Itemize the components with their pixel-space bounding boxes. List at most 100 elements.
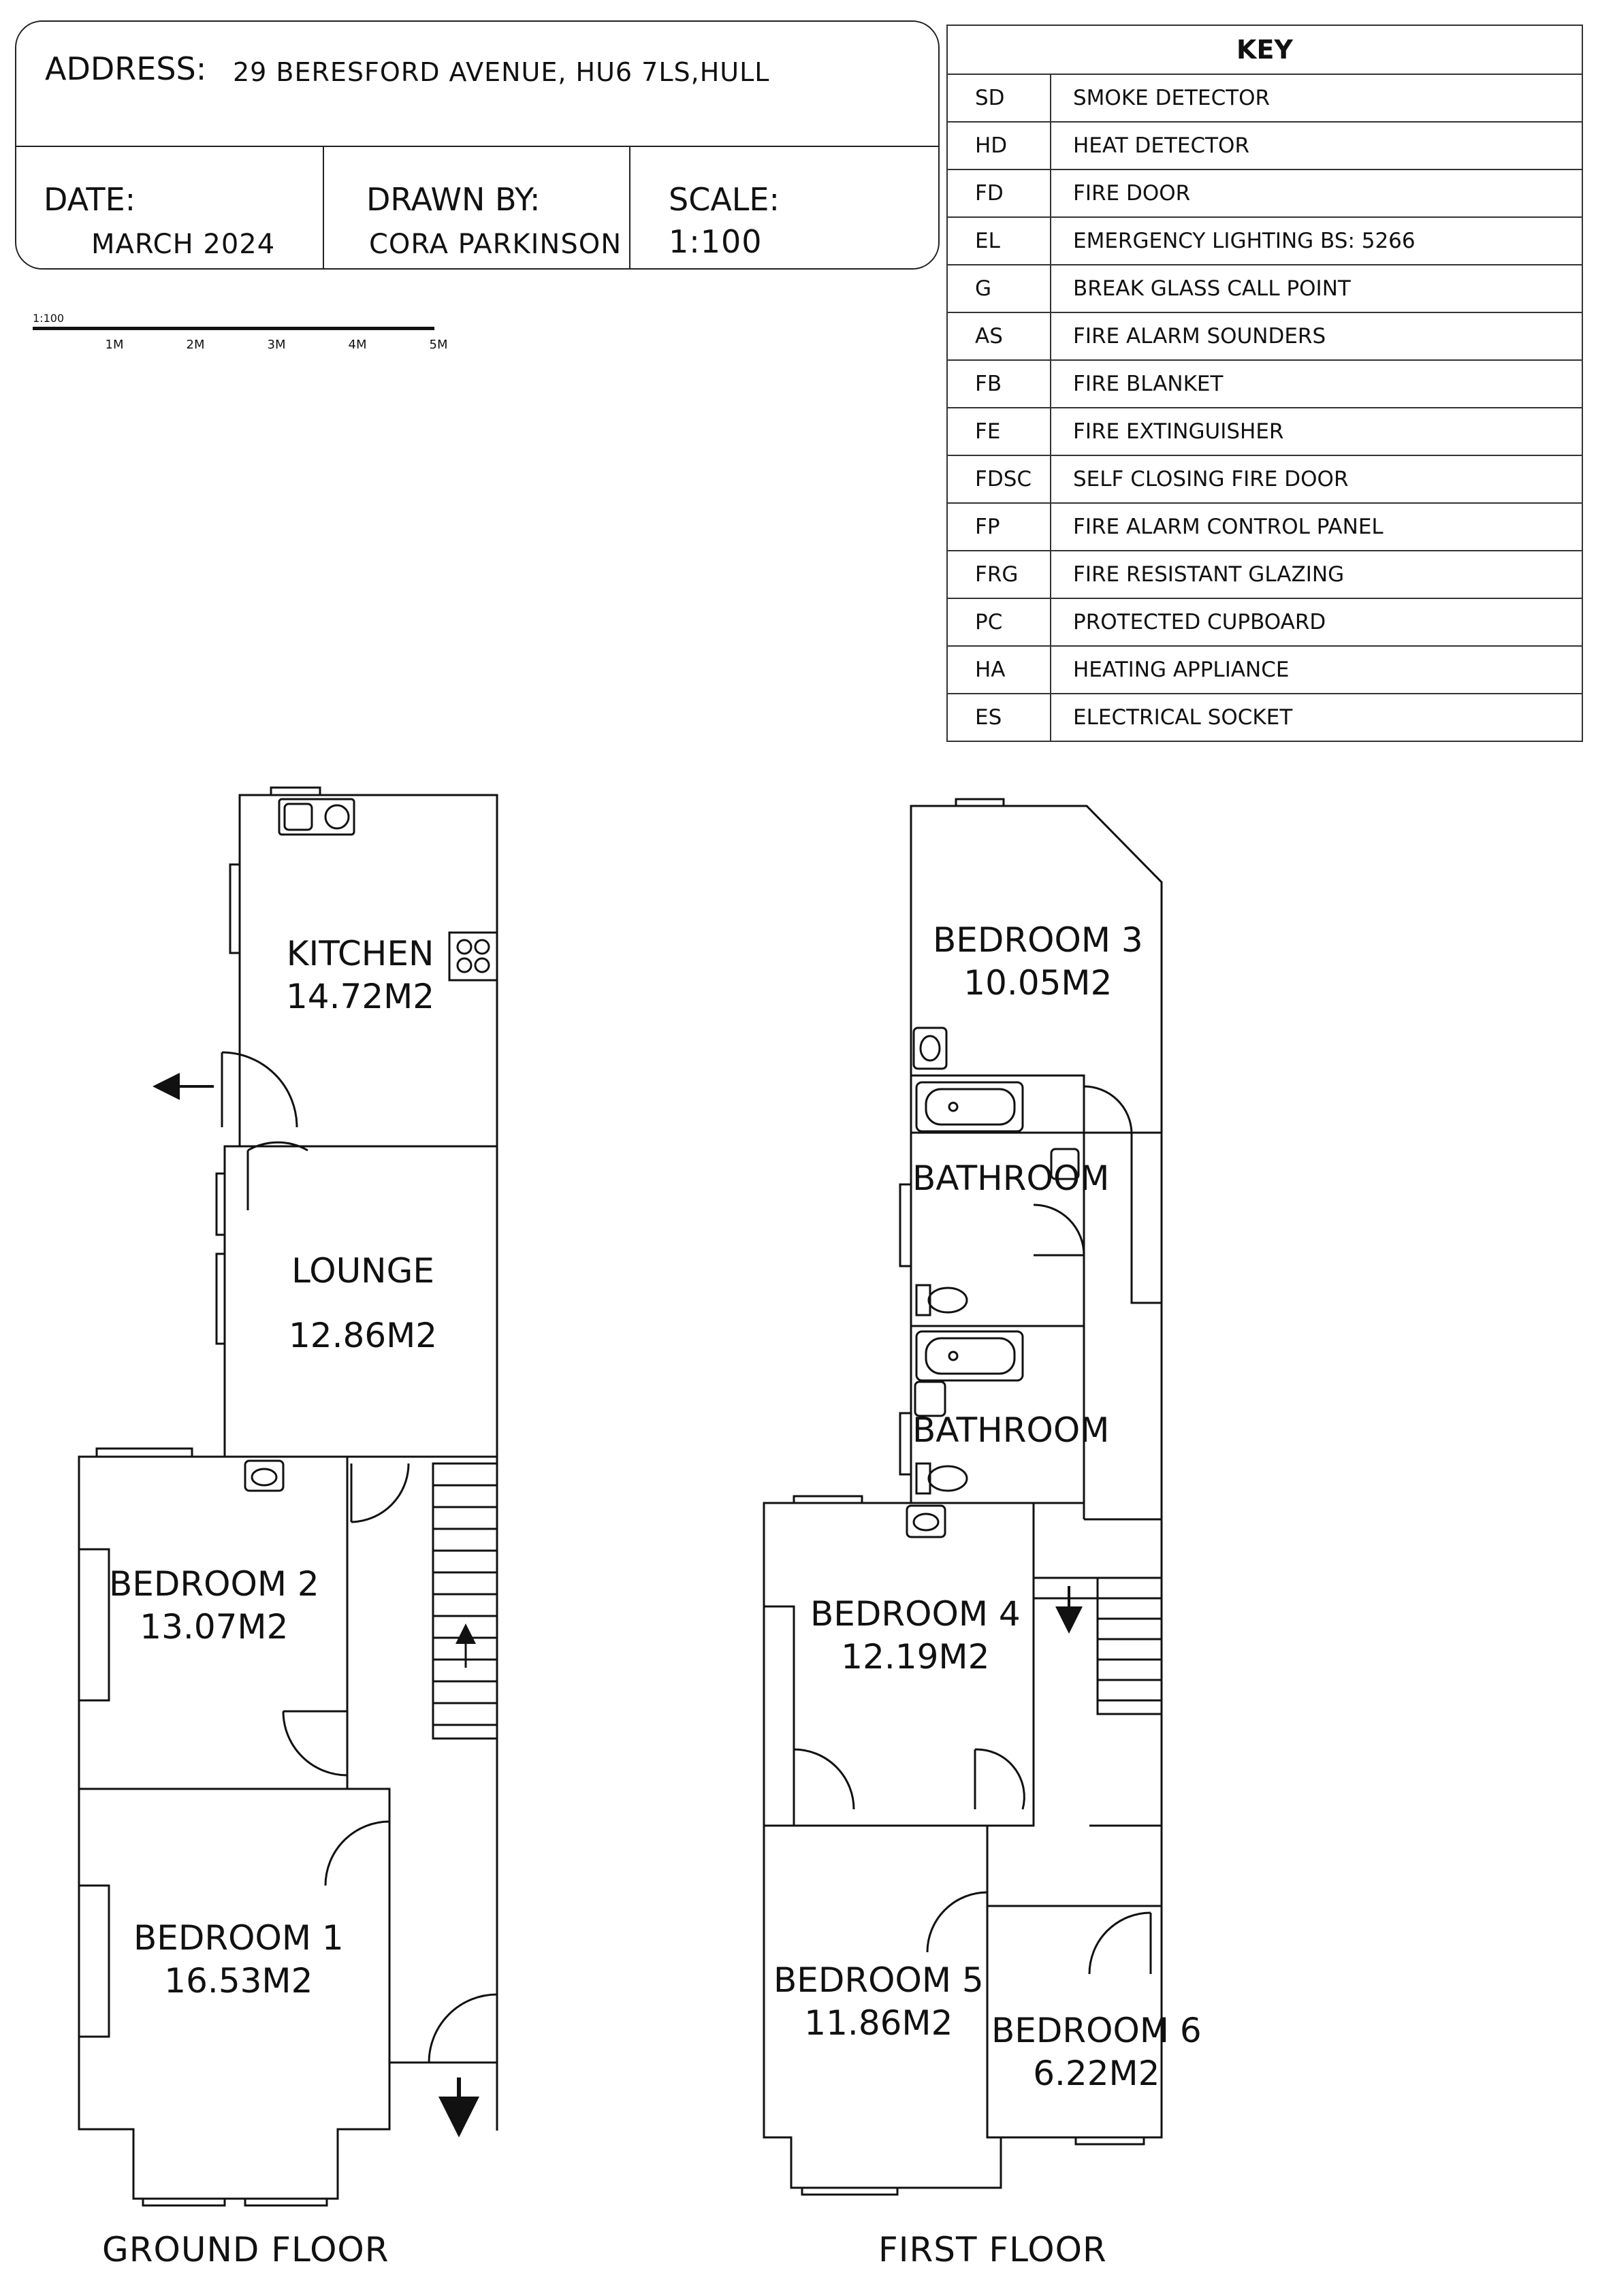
date-cell: DATE: MARCH 2024 <box>16 147 324 268</box>
date-value: MARCH 2024 <box>91 229 276 260</box>
room-name: BEDROOM 5 <box>773 1960 984 2000</box>
bedroom-2-window <box>95 1447 193 1458</box>
room-area: 13.07M2 <box>140 1606 289 1647</box>
lounge-window <box>215 1172 226 1236</box>
key-code: HA <box>946 645 1051 694</box>
key-code: FB <box>946 359 1051 408</box>
key-code: PC <box>946 598 1051 647</box>
toilet-icon <box>915 1284 968 1316</box>
ground-floor-label: GROUND FLOOR <box>102 2230 389 2269</box>
address-row: ADDRESS: 29 BERESFORD AVENUE, HU6 7LS,HU… <box>16 22 938 147</box>
bedroom-1-wardrobe <box>78 1884 110 2038</box>
kitchen-window-side <box>229 863 241 954</box>
front-door-swing <box>428 1993 498 2063</box>
bedroom-6-walls <box>986 1905 1163 2139</box>
bedroom-2-door-swing <box>282 1711 348 1777</box>
lounge-door-swing <box>247 1141 308 1152</box>
room-label-bedroom-2: BEDROOM 2 13.07M2 <box>109 1563 319 1648</box>
key-code: ES <box>946 693 1051 742</box>
room-label-bathroom-1: BATHROOM <box>912 1157 1109 1200</box>
landing-cupboard <box>1130 1131 1163 1304</box>
bathroom-1-walls <box>910 1074 1085 1327</box>
key-description: HEAT DETECTOR <box>1051 121 1583 170</box>
room-label-bathroom-2: BATHROOM <box>912 1409 1109 1452</box>
key-code: FE <box>946 407 1051 456</box>
scale-tick: 5M <box>429 338 448 352</box>
bedroom-6-window <box>1074 2136 1145 2146</box>
drawn-by-label: DRAWN BY: <box>366 181 541 218</box>
bedroom-3-window <box>955 798 1005 807</box>
bedroom-6-door-swing <box>1088 1911 1151 1975</box>
room-label-kitchen: KITCHEN 14.72M2 <box>286 933 434 1018</box>
basin-icon <box>244 1459 285 1492</box>
room-name: BEDROOM 1 <box>133 1918 344 1958</box>
scale-cell: SCALE: 1:100 <box>629 147 938 268</box>
basin-icon <box>906 1504 946 1538</box>
key-code: SD <box>946 74 1051 123</box>
key-code: EL <box>946 216 1051 265</box>
hob-icon <box>448 931 498 982</box>
key-title: KEY <box>946 25 1583 75</box>
key-description: FIRE BLANKET <box>1051 359 1583 408</box>
drawn-by-value: CORA PARKINSON <box>369 229 622 260</box>
lounge-window-2 <box>215 1252 226 1345</box>
address-value: 29 BERESFORD AVENUE, HU6 7LS,HULL <box>233 57 770 87</box>
room-name: LOUNGE <box>291 1251 434 1291</box>
room-area: 14.72M2 <box>286 976 435 1016</box>
key-description: FIRE EXTINGUISHER <box>1051 407 1583 456</box>
address-label: ADDRESS: <box>45 50 207 87</box>
key-description: FIRE DOOR <box>1051 169 1583 218</box>
bay-window <box>142 2197 226 2207</box>
scale-value: 1:100 <box>669 223 763 260</box>
key-code: HD <box>946 121 1051 170</box>
key-description: HEATING APPLIANCE <box>1051 645 1583 694</box>
bedroom-4-window <box>793 1495 863 1504</box>
staircase-ground <box>432 1462 498 1740</box>
room-name: BATHROOM <box>912 1159 1110 1198</box>
room-label-bedroom-1: BEDROOM 1 16.53M2 <box>133 1917 344 2002</box>
date-label: DATE: <box>44 181 136 218</box>
room-label-bedroom-5: BEDROOM 5 11.86M2 <box>773 1959 984 2044</box>
staircase-first <box>1034 1577 1163 1715</box>
key-description: EMERGENCY LIGHTING BS: 5266 <box>1051 216 1583 265</box>
key-code: FP <box>946 502 1051 551</box>
basin-icon <box>914 1380 946 1417</box>
room-area: 6.22M2 <box>1033 2053 1160 2093</box>
key-description: ELECTRICAL SOCKET <box>1051 693 1583 742</box>
sink-icon <box>278 798 355 836</box>
bathroom-1-window <box>899 1183 912 1267</box>
bedroom-4-door-2-swing <box>974 1748 1025 1810</box>
ground-floor-plan <box>78 786 498 2207</box>
scale-tick: 3M <box>267 338 286 352</box>
bedroom-4-wardrobe <box>763 1605 795 1827</box>
scale-tick: 4M <box>348 338 367 352</box>
room-name: KITCHEN <box>286 934 434 973</box>
bay-window-2 <box>244 2197 328 2207</box>
key-code: FRG <box>946 550 1051 599</box>
key-description: SELF CLOSING FIRE DOOR <box>1051 455 1583 504</box>
room-area: 11.86M2 <box>804 2003 953 2043</box>
key-description: PROTECTED CUPBOARD <box>1051 598 1583 647</box>
hall-door-swing <box>351 1463 410 1523</box>
scale-bar-ratio: 1:100 <box>33 312 65 325</box>
bath-icon <box>915 1330 1024 1382</box>
title-block: ADDRESS: 29 BERESFORD AVENUE, HU6 7LS,HU… <box>15 20 940 270</box>
room-label-bedroom-4: BEDROOM 4 12.19M2 <box>810 1593 1021 1678</box>
room-area: 12.19M2 <box>841 1636 990 1677</box>
key-code: G <box>946 264 1051 313</box>
room-name: BEDROOM 3 <box>933 920 1143 960</box>
key-code: FDSC <box>946 455 1051 504</box>
scale-tick: 1M <box>105 338 124 352</box>
